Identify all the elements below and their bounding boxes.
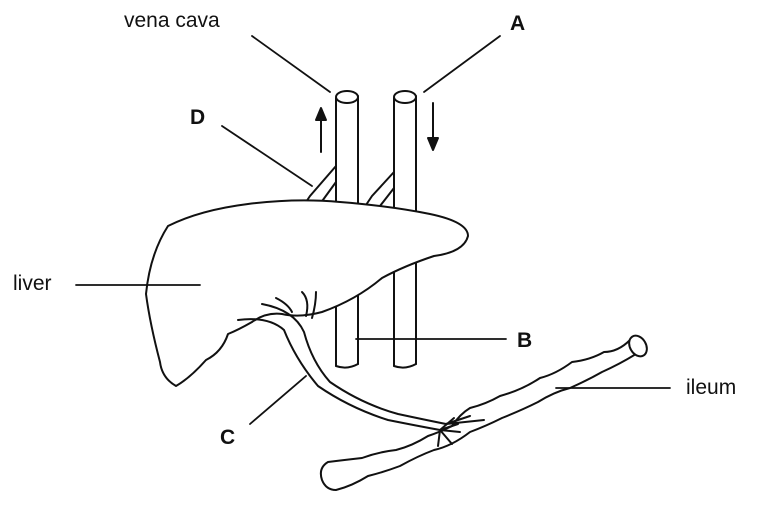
leader-d <box>222 126 312 186</box>
leader-c <box>250 376 306 424</box>
liver-shape <box>146 200 468 386</box>
label-b: B <box>517 330 532 351</box>
label-c: C <box>220 427 235 448</box>
label-vena-cava: vena cava <box>124 10 220 31</box>
ileum-shape <box>321 332 651 490</box>
leader-a <box>424 36 500 92</box>
vena-cava-opening <box>336 91 358 103</box>
flow-arrow-down <box>428 103 438 150</box>
leader-vena-cava <box>252 36 330 92</box>
label-ileum: ileum <box>686 377 736 398</box>
label-a: A <box>510 13 525 34</box>
label-d: D <box>190 107 205 128</box>
label-liver: liver <box>13 273 52 294</box>
portal-vein-c <box>238 292 484 446</box>
vessel-a-opening <box>394 91 416 103</box>
flow-arrow-up <box>316 108 326 152</box>
